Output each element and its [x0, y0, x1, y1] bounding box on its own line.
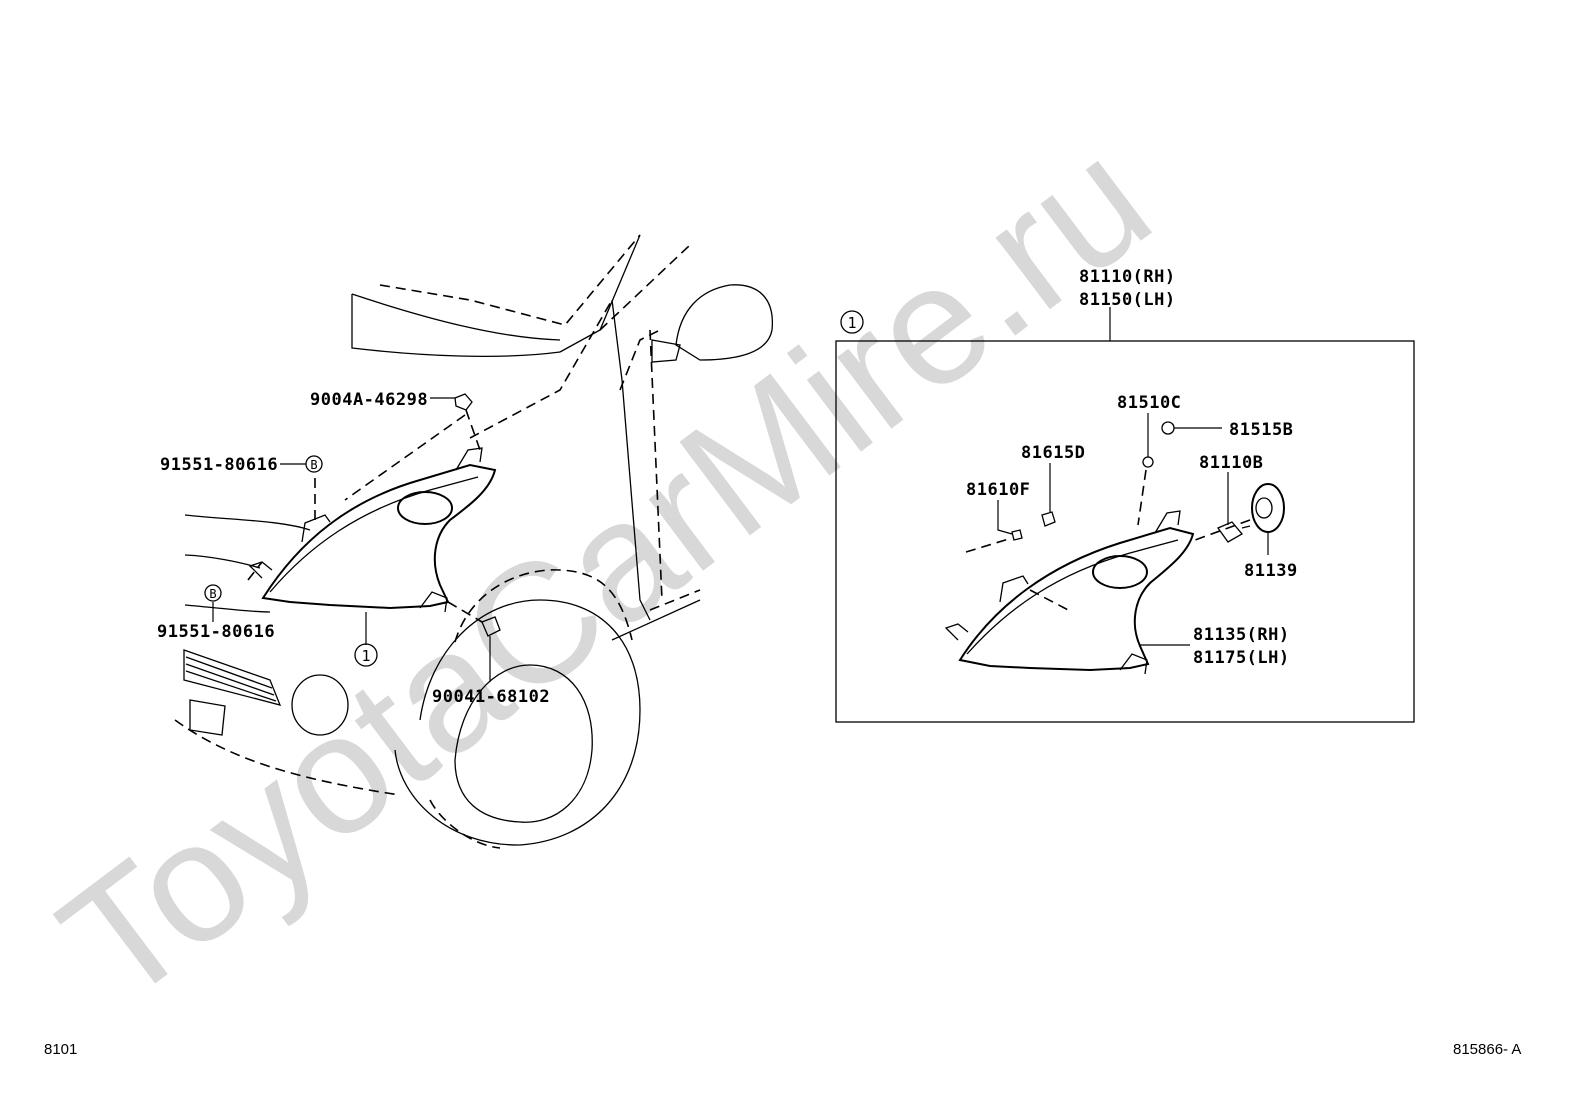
label-90041-68102: 90041-68102	[432, 687, 550, 707]
right-leader-lines	[997, 413, 1269, 646]
watermark-text: ToyotaCarMire.ru	[28, 103, 1184, 1039]
label-81515B: 81515B	[1229, 420, 1293, 440]
callout-b-lower: B	[204, 584, 222, 602]
callout-b-upper: B	[305, 455, 323, 473]
label-81150-lh: 81150(LH)	[1079, 290, 1176, 310]
label-81615D: 81615D	[1021, 443, 1085, 463]
footer-right-code: 815866- A	[1453, 1041, 1522, 1058]
svg-text:1: 1	[847, 314, 856, 332]
label-91551-80616-upper: 91551-80616	[160, 455, 278, 475]
callout-1-left: 1	[354, 643, 378, 667]
label-9004A-46298: 9004A-46298	[310, 390, 428, 410]
vehicle-outline	[174, 234, 774, 849]
label-81110-rh: 81110(RH)	[1079, 267, 1176, 287]
svg-text:1: 1	[361, 647, 370, 665]
left-leader-lines	[212, 397, 491, 682]
label-81175-lh: 81175(LH)	[1193, 648, 1290, 668]
svg-text:B: B	[209, 587, 216, 601]
grille	[183, 649, 282, 706]
label-81610F: 81610F	[966, 480, 1030, 500]
assembly-box	[835, 340, 1415, 723]
right-components	[965, 421, 1285, 613]
label-81135-rh: 81135(RH)	[1193, 625, 1290, 645]
callout-1-right: 1	[840, 310, 864, 334]
label-81510C: 81510C	[1117, 393, 1181, 413]
label-91551-80616-lower: 91551-80616	[157, 622, 275, 642]
right-headlamp	[944, 510, 1195, 675]
label-81110B: 81110B	[1199, 453, 1263, 473]
svg-text:B: B	[310, 458, 317, 472]
left-headlamp	[248, 447, 497, 613]
footer-left-code: 8101	[44, 1041, 78, 1058]
left-fasteners	[247, 393, 501, 637]
label-81139: 81139	[1244, 561, 1298, 581]
